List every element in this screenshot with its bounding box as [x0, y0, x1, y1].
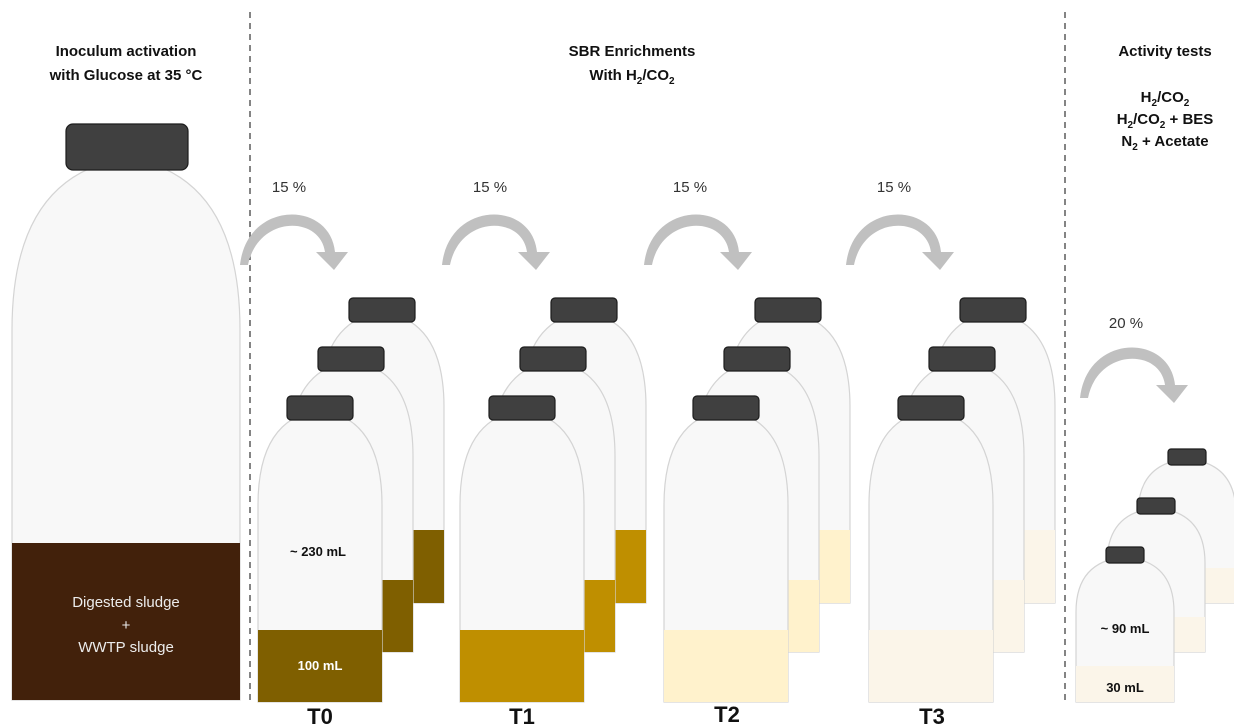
activity-test-n2-acetate: N2 + Acetate [1121, 133, 1208, 153]
group-label-t3: T3 [919, 704, 945, 728]
transfer-arrow-t2: 15 % [632, 179, 752, 270]
transfer-arrow-t1: 15 % [430, 179, 550, 270]
t1-bottle-3-liquid [460, 630, 584, 702]
transfer-arrow-t3: 15 % [834, 179, 954, 270]
t0-bottle-1-cap [348, 297, 416, 323]
header-activity: Activity tests H2/CO2 H2/CO2 + BES N2 + … [1117, 43, 1214, 153]
group-t0 [257, 297, 445, 703]
sludge-line3: WWTP sludge [78, 639, 174, 656]
inoculum-bottle-cap [65, 123, 189, 171]
t3-bottle-1-cap [959, 297, 1027, 323]
header-sbr-line2: With H2/CO2 [589, 67, 675, 87]
t1-bottle-1-cap [550, 297, 618, 323]
t3-bottle-3 [868, 395, 994, 703]
sbr-bottle-groups [257, 297, 1056, 703]
t3-bottle-3-cap [897, 395, 965, 421]
transfer-percent-t2: 15 % [673, 179, 707, 196]
transfer-percent-t0: 15 % [272, 179, 306, 196]
t1-bottle-3-cap [488, 395, 556, 421]
transfer-arrow-t0: 15 % [228, 179, 348, 270]
t2-bottle-3-cap [692, 395, 760, 421]
t3-bottle-3-liquid [869, 630, 993, 702]
t2-bottle-3 [663, 395, 789, 703]
t2-bottle-1-cap [754, 297, 822, 323]
t0-liquid-volume: 100 mL [298, 658, 343, 673]
t1-bottle-3 [459, 395, 585, 703]
activity-test-h2co2: H2/CO2 [1141, 89, 1190, 109]
t0-bottle-3 [257, 395, 383, 703]
arrow-shape [430, 214, 550, 270]
t0-bottle-3-cap [286, 395, 354, 421]
arrow-shape [834, 214, 954, 270]
group-t2 [663, 297, 851, 703]
header-sbr: SBR Enrichments With H2/CO2 [569, 43, 696, 87]
inoculum-sludge [12, 543, 240, 700]
transfer-arrow-activity: 20 % [1068, 315, 1188, 403]
inoculum-bottle: Digested sludge + WWTP sludge [11, 123, 241, 701]
header-activity-title: Activity tests [1118, 43, 1211, 60]
activity-liquid-volume: 30 mL [1106, 680, 1144, 695]
transfer-percent-activity: 20 % [1109, 315, 1143, 332]
group-t1 [459, 297, 647, 703]
activity-headspace-volume: ~ 90 mL [1101, 621, 1150, 636]
activity-bottle-2-cap [1136, 497, 1176, 515]
arrow-shape [228, 214, 348, 270]
t0-bottle-2-cap [317, 346, 385, 372]
header-inoculum-line2: with Glucose at 35 °C [49, 67, 203, 84]
activity-bottle-3-liquid [1076, 666, 1174, 702]
t2-bottle-3-liquid [664, 630, 788, 702]
arrow-shape [1068, 347, 1188, 403]
activity-test-h2co2-bes: H2/CO2 + BES [1117, 111, 1214, 131]
t0-headspace-volume: ~ 230 mL [290, 544, 346, 559]
t0-bottle-3-liquid [258, 630, 382, 702]
t3-bottle-2-cap [928, 346, 996, 372]
group-label-t1: T1 [509, 704, 535, 728]
header-inoculum: Inoculum activation with Glucose at 35 °… [49, 43, 203, 84]
arrow-shape [632, 214, 752, 270]
group-label-t2: T2 [714, 702, 740, 727]
group-t3 [868, 297, 1056, 703]
header-sbr-line1: SBR Enrichments [569, 43, 696, 60]
t1-bottle-2-cap [519, 346, 587, 372]
header-inoculum-line1: Inoculum activation [56, 43, 197, 60]
sludge-line2: + [122, 617, 131, 634]
activity-bottle-3-cap [1105, 546, 1145, 564]
t2-bottle-2-cap [723, 346, 791, 372]
sludge-line1: Digested sludge [72, 594, 180, 611]
activity-bottle-1-cap [1167, 448, 1207, 466]
activity-bottles [1075, 448, 1234, 703]
transfer-percent-t3: 15 % [877, 179, 911, 196]
transfer-percent-t1: 15 % [473, 179, 507, 196]
group-label-t0: T0 [307, 704, 333, 728]
activity-bottle-3 [1075, 546, 1175, 703]
